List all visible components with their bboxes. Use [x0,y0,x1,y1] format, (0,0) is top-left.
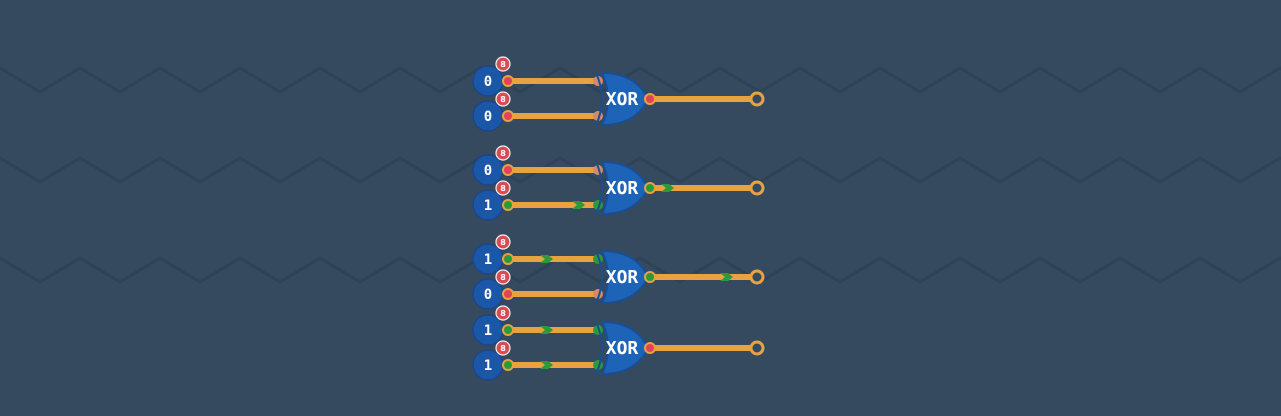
signal-flow-chevron [720,273,733,281]
output-terminal[interactable] [749,180,765,196]
bit-width-badge [495,91,511,107]
input-switch[interactable]: 08 [472,145,603,186]
background-zigzag-3 [0,256,1281,284]
input-switch[interactable]: 18 [472,234,603,275]
signal-flow-chevron [540,361,553,369]
background-zigzag-2 [0,156,1281,184]
bit-width-label: 8 [500,60,506,69]
input-pin-state [504,326,512,334]
input-pin-state [504,77,512,85]
input-pin-state [504,361,512,369]
gate-output-pin-state [646,344,654,352]
xor-gate[interactable] [600,249,650,305]
bit-width-label: 8 [500,238,506,247]
input-value: 0 [484,163,492,179]
bit-width-label: 8 [500,309,506,318]
input-pin-state [504,290,512,298]
input-pin-state [504,166,512,174]
gate-label: XOR [606,267,639,288]
input-switch[interactable]: 08 [472,269,603,310]
gate-output-pin-state [646,95,654,103]
background-pattern [0,66,1281,284]
xor-gate-back-curve [595,72,603,126]
xor-gate-back-curve [595,321,603,375]
output-terminal[interactable] [749,340,765,356]
output-wire-group [647,91,765,107]
bit-width-label: 8 [500,184,506,193]
gate-output-pin-state [646,184,654,192]
input-pin-state [504,255,512,263]
input-switch[interactable]: 18 [472,180,603,221]
gate-label: XOR [606,338,639,359]
input-switch[interactable]: 08 [472,91,603,132]
output-terminal[interactable] [749,269,765,285]
gate-label: XOR [606,89,639,110]
bit-width-label: 8 [500,149,506,158]
bit-width-badge [495,340,511,356]
gate-output-pin-state [646,273,654,281]
xor-gate[interactable] [600,71,650,127]
input-value: 1 [484,323,492,339]
bit-width-badge [495,145,511,161]
bit-width-badge [495,234,511,250]
xor-gate[interactable] [600,160,650,216]
output-wire-group [647,340,765,356]
input-value: 0 [484,74,492,90]
xor-gate[interactable] [600,320,650,376]
output-terminal[interactable] [749,91,765,107]
input-pin-state [504,112,512,120]
bit-width-badge [495,56,511,72]
input-switch[interactable]: 18 [472,305,603,346]
xor-gate-back-curve [595,250,603,304]
bit-width-label: 8 [500,95,506,104]
background-zigzag-1 [0,66,1281,94]
bit-width-label: 8 [500,273,506,282]
signal-flow-chevron [572,201,585,209]
gate-label: XOR [606,178,639,199]
input-value: 1 [484,252,492,268]
input-value: 0 [484,109,492,125]
bit-width-badge [495,269,511,285]
bit-width-label: 8 [500,344,506,353]
bit-width-badge [495,180,511,196]
input-pin-state [504,201,512,209]
input-value: 1 [484,358,492,374]
input-switch[interactable]: 08 [472,56,603,97]
xor-gate-back-curve [595,161,603,215]
signal-flow-chevron [661,184,674,192]
input-switch[interactable]: 18 [472,340,603,381]
bit-width-badge [495,305,511,321]
signal-flow-chevron [540,255,553,263]
output-wire-group [647,269,765,285]
output-wire-group [647,180,765,196]
signal-flow-chevron [540,326,553,334]
input-value: 0 [484,287,492,303]
input-value: 1 [484,198,492,214]
